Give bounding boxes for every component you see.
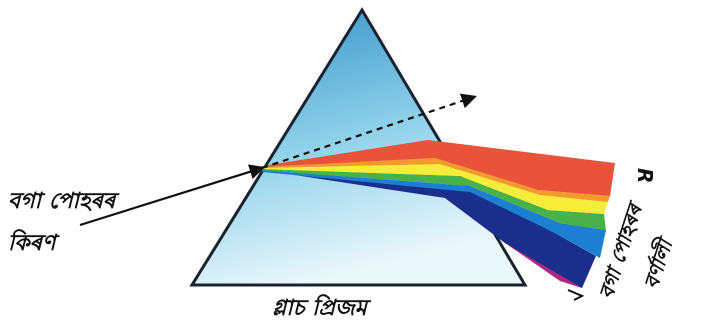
band-green xyxy=(262,169,606,230)
band-yellow xyxy=(262,164,608,214)
incident-ray xyxy=(79,164,265,227)
violet-end-arrow xyxy=(567,289,585,301)
incident-label-line1: বগা পোহৰৰ xyxy=(8,189,120,214)
band-red xyxy=(262,140,615,196)
prism-label: গ্লাচ প্ৰিজম xyxy=(272,294,372,321)
incident-label-line2: কিৰণ xyxy=(8,229,60,256)
red-band-marker: R xyxy=(633,168,657,183)
undeviated-ray-dashed xyxy=(261,93,477,170)
band-orange xyxy=(262,158,610,202)
spectrum-bands xyxy=(262,140,615,288)
spectrum-label-line2: বৰ্ণালী xyxy=(638,233,678,292)
band-blue xyxy=(262,170,606,258)
band-indigo xyxy=(262,170,596,288)
